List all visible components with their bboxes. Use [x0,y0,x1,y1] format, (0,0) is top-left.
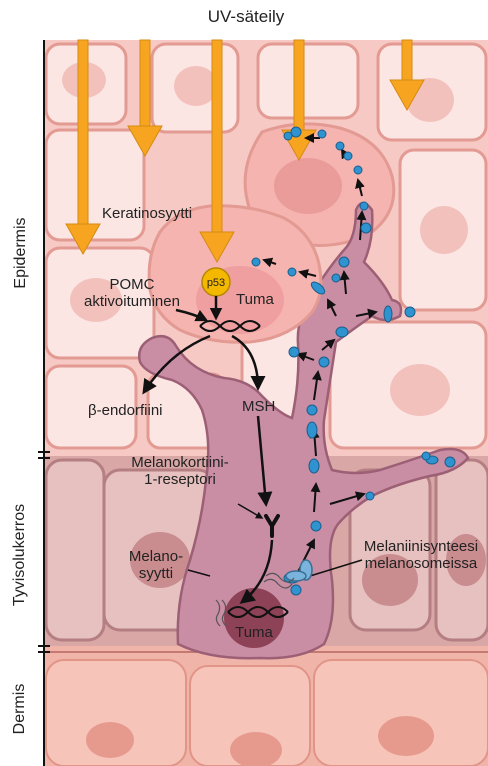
label-keratinocyte: Keratinosyytti [102,205,192,222]
label-melanocyte-line2: syytti [118,565,194,582]
label-melanin-synthesis-line1: Melaniinisynteesi [354,538,488,555]
label-nucleus-bottom: Tuma [234,624,274,641]
label-melanin-synthesis-line2: melanosomeissa [354,555,488,572]
label-mc1r-line2: 1-reseptori [118,471,242,488]
label-melanocyte-line1: Melano- [118,548,194,565]
label-msh: MSH [242,398,275,415]
dermis-layer [44,646,488,766]
label-p53: p53 [202,275,230,292]
label-nucleus-top: Tuma [236,291,274,308]
label-mc1r-line1: Melanokortiini- [118,454,242,471]
layer-label-epidermis: Epidermis [12,208,30,298]
layer-label-dermis: Dermis [11,679,29,739]
layer-label-basal: Tyvisolukerros [11,495,29,615]
label-pomc-line2: aktivoituminen [72,293,192,310]
title-uv-radiation: UV-säteily [196,8,296,25]
label-beta-endorphin: β-endorfiini [88,402,163,419]
label-pomc-line1: POMC [72,276,192,293]
